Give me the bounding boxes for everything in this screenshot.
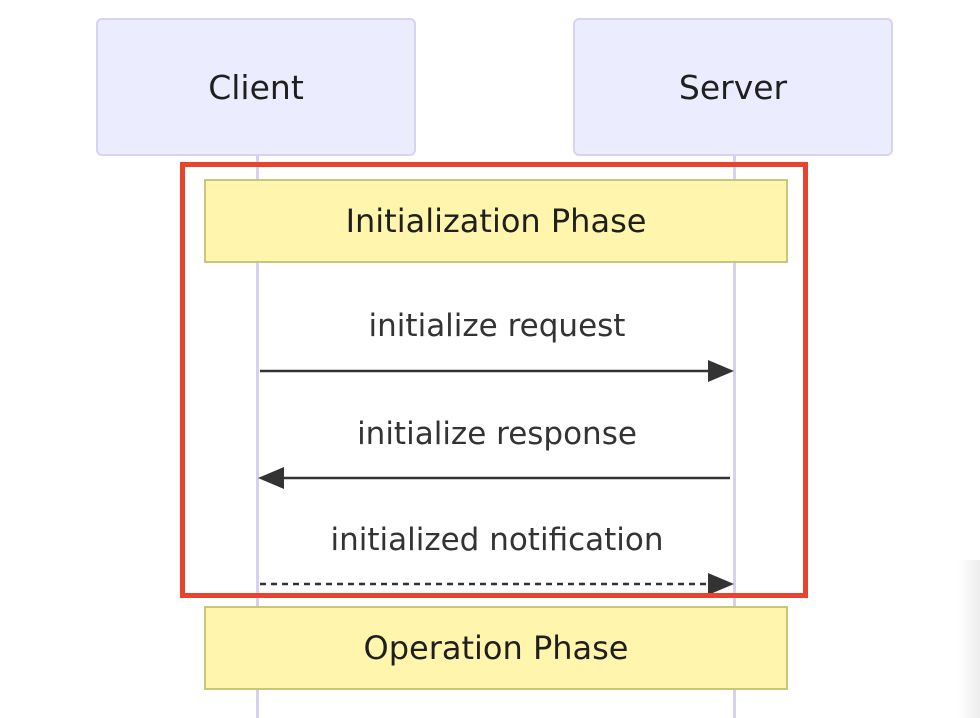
client-actor-label: Client — [208, 67, 304, 107]
client-lifeline — [256, 156, 259, 718]
initialization-phase-label: Initialization Phase — [345, 202, 647, 240]
arrow-initialized-notification — [260, 573, 734, 595]
message-label-initialized-notification: initialized notification — [330, 522, 664, 558]
arrow-initialize-response — [258, 467, 730, 489]
operation-phase-note: Operation Phase — [204, 606, 788, 690]
initialization-highlight-box — [180, 162, 808, 598]
arrow-initialize-request — [260, 360, 734, 382]
message-label-initialize-response: initialize response — [357, 416, 637, 452]
edge-shadow — [958, 560, 980, 718]
client-actor: Client — [96, 18, 416, 156]
server-actor-label: Server — [678, 67, 788, 107]
initialization-phase-note: Initialization Phase — [204, 179, 788, 263]
server-lifeline — [733, 156, 736, 718]
operation-phase-label: Operation Phase — [363, 629, 629, 667]
message-label-initialize-request: initialize request — [368, 308, 626, 344]
server-actor: Server — [573, 18, 893, 156]
